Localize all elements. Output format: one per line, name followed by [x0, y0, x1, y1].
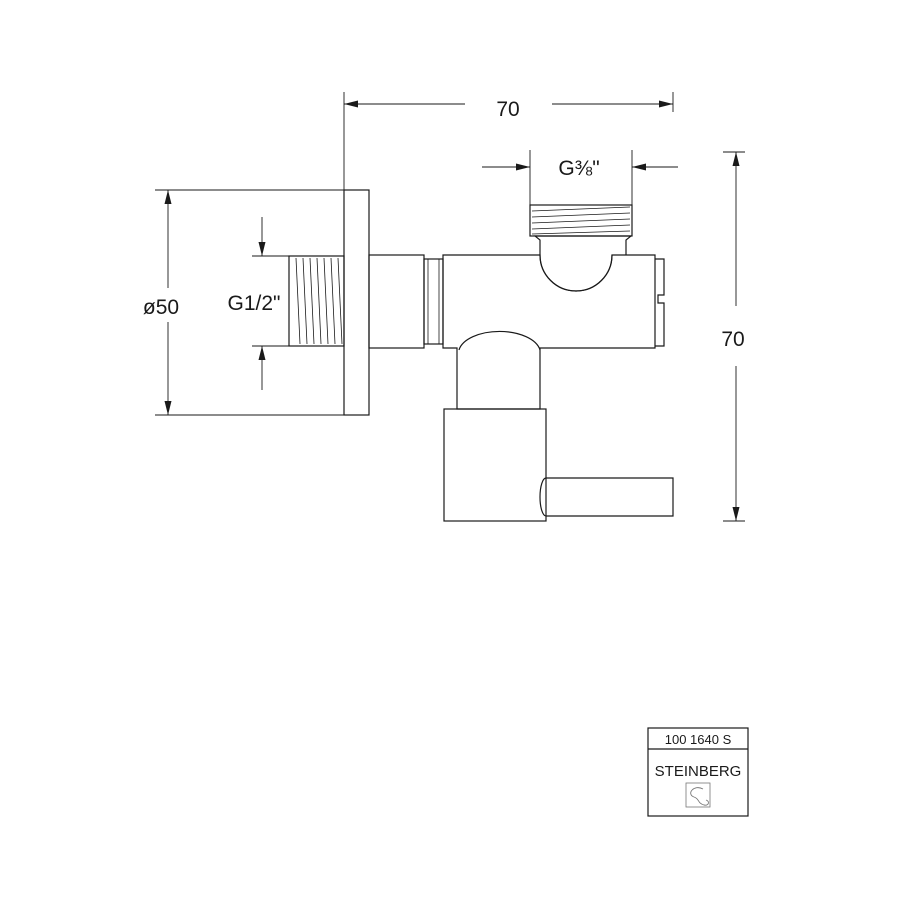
dimension-label-outlet-thread: G⅜"	[558, 157, 599, 180]
dimension-label-right: 70	[721, 328, 744, 351]
handle-housing	[443, 408, 547, 522]
outlet-thread	[529, 204, 633, 237]
title-block: 100 1640 S STEINBERG	[647, 727, 749, 817]
outlet-connection	[529, 204, 633, 292]
inlet-thread	[288, 255, 345, 347]
brand-logo-icon	[685, 782, 711, 808]
dimension-right-height: 70	[721, 151, 745, 522]
article-number: 100 1640 S	[665, 732, 732, 747]
dimension-label-flange: ø50	[143, 296, 179, 319]
brand-name: STEINBERG	[655, 763, 742, 780]
handle-assembly	[443, 408, 674, 522]
dimension-outlet-thread: G⅜"	[482, 150, 678, 205]
lever-handle	[546, 477, 674, 517]
dimension-top-width: 70	[343, 92, 674, 190]
dimension-inlet-thread: G1/2"	[228, 217, 289, 390]
dimension-flange-diameter: ø50	[143, 189, 344, 416]
wall-flange	[343, 189, 370, 416]
valve-neck	[368, 254, 444, 349]
dimension-label-inlet-thread: G1/2"	[228, 292, 281, 315]
valve-body	[442, 254, 665, 410]
dimension-label-top: 70	[496, 98, 519, 121]
